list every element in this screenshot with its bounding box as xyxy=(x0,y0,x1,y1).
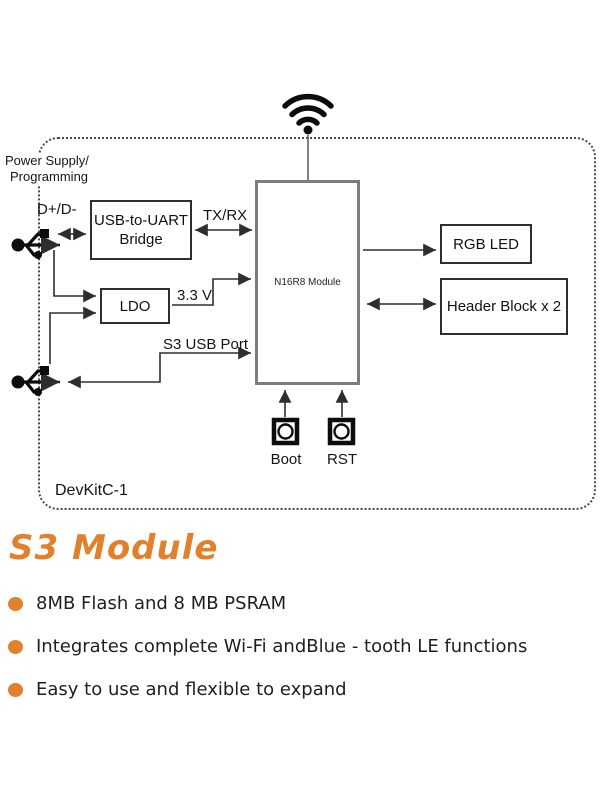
feature-item: Integrates complete Wi-Fi andBlue - toot… xyxy=(8,636,527,657)
ldo-label: LDO xyxy=(119,297,151,315)
header-block: Header Block x 2 xyxy=(440,278,568,335)
feature-text: 8MB Flash and 8 MB PSRAM xyxy=(36,593,287,614)
ldo-block: LDO xyxy=(100,288,170,324)
wire-ldo-33v-to-module xyxy=(172,272,251,306)
feature-item: Easy to use and flexible to expand xyxy=(8,679,347,700)
usb-connector-icon-top xyxy=(11,229,60,259)
33v-wire-label: 3.3 V xyxy=(177,287,213,304)
header-block-label: Header Block x 2 xyxy=(446,298,562,315)
feature-text: Easy to use and flexible to expand xyxy=(36,679,347,700)
usb-to-uart-bridge-block: USB-to-UART Bridge xyxy=(90,200,192,260)
wifi-icon xyxy=(282,93,334,135)
wire-usb2-to-ldo xyxy=(49,306,96,364)
rgb-led-block: RGB LED xyxy=(440,224,532,264)
boot-button-icon xyxy=(271,417,300,446)
bullet-icon xyxy=(8,596,23,611)
usb-data-wire-label: D+/D- xyxy=(37,201,77,218)
wire-s3-usb-port xyxy=(68,346,251,389)
wire-usb1-to-ldo xyxy=(53,250,96,303)
bridge-label-line1: USB-to-UART xyxy=(94,212,188,229)
rst-button-label: RST xyxy=(327,451,357,468)
bullet-icon xyxy=(8,682,23,697)
boot-button-label: Boot xyxy=(270,451,302,468)
devkit-board-label: DevKitC-1 xyxy=(55,482,128,499)
usb-connector-icon-bottom xyxy=(11,366,60,396)
power-supply-label-line2: Programming xyxy=(10,169,89,184)
txrx-wire-label: TX/RX xyxy=(203,207,248,224)
bridge-label-line2: Bridge xyxy=(119,231,163,248)
rgb-led-label: RGB LED xyxy=(453,235,519,253)
bullet-icon xyxy=(8,639,23,654)
rst-button-icon xyxy=(327,417,356,446)
power-supply-label-line1: Power Supply/ xyxy=(5,153,89,168)
s3-usb-port-wire-label: S3 USB Port xyxy=(163,336,249,353)
power-supply-label: Power Supply/ Programming xyxy=(3,153,91,185)
n16r8-module-block: N16R8 Module xyxy=(255,180,360,385)
feature-item: 8MB Flash and 8 MB PSRAM xyxy=(8,593,286,614)
devkit-board-outline xyxy=(38,137,596,510)
feature-text: Integrates complete Wi-Fi andBlue - toot… xyxy=(36,636,528,657)
module-label: N16R8 Module xyxy=(274,276,341,288)
section-title: S3 Module xyxy=(9,528,219,568)
